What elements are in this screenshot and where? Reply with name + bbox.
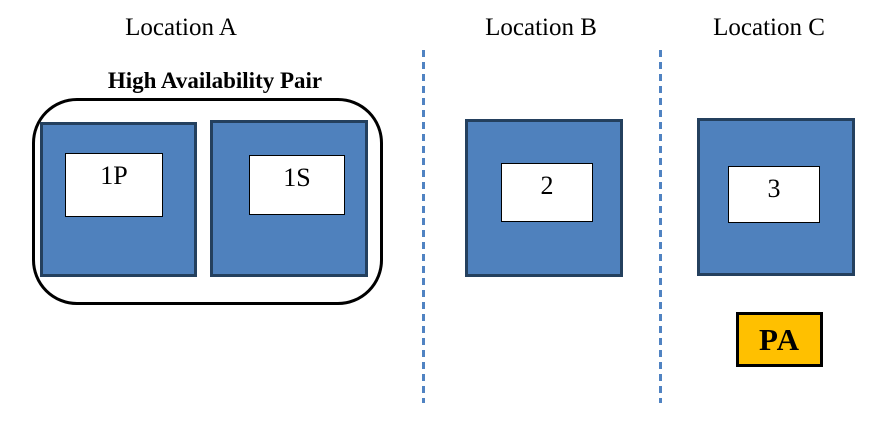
node-1s: 1S [210,120,368,277]
separator-line-a-b [422,50,425,403]
node-1p-label: 1P [65,153,163,217]
location-c-title: Location C [713,14,825,41]
node-2-label: 2 [501,163,593,222]
node-2: 2 [465,119,623,277]
location-a-title: Location A [125,14,237,41]
node-1s-label: 1S [249,155,345,215]
ha-pair-outline [32,98,383,305]
pa-box: PA [736,312,823,367]
location-b-title: Location B [485,14,597,41]
node-3: 3 [697,118,855,276]
separator-line-b-c [659,50,662,403]
node-1p: 1P [40,122,197,277]
node-3-label: 3 [728,166,820,223]
pa-box-label: PA [758,321,801,357]
ha-pair-label: High Availability Pair [107,68,323,93]
